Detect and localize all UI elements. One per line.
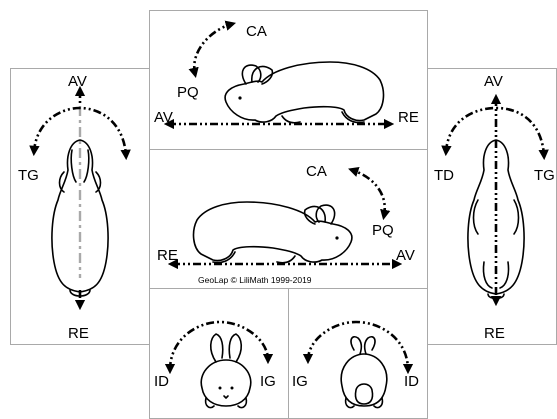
label-av: AV (154, 109, 173, 126)
label-ig: IG (260, 373, 276, 390)
label-pq: PQ (372, 222, 394, 239)
label-td: TD (434, 167, 454, 184)
label-av: AV (68, 73, 87, 90)
credit-text: GeoLap © LiliMath 1999-2019 (198, 275, 312, 285)
top-side-rabbit-icon (225, 62, 383, 123)
middle-up-down-arrow (352, 170, 385, 216)
label-re: RE (68, 325, 89, 342)
label-re: RE (398, 109, 419, 126)
back-rotation-arrow (308, 322, 408, 370)
label-re: RE (157, 247, 178, 264)
top-up-down-arrow (194, 24, 232, 74)
label-id: ID (404, 373, 419, 390)
label-ca: CA (246, 23, 267, 40)
label-tg: TG (534, 167, 555, 184)
label-pq: PQ (177, 84, 199, 101)
label-id: ID (154, 373, 169, 390)
label-av: AV (396, 247, 415, 264)
middle-side-rabbit-icon (194, 202, 352, 263)
back-view-rabbit-icon (341, 337, 387, 408)
label-ig: IG (292, 373, 308, 390)
label-tg: TG (18, 167, 39, 184)
label-re: RE (484, 325, 505, 342)
label-av: AV (484, 73, 503, 90)
front-view-rabbit-icon (201, 334, 251, 408)
front-rotation-arrow (170, 322, 268, 370)
label-ca: CA (306, 163, 327, 180)
